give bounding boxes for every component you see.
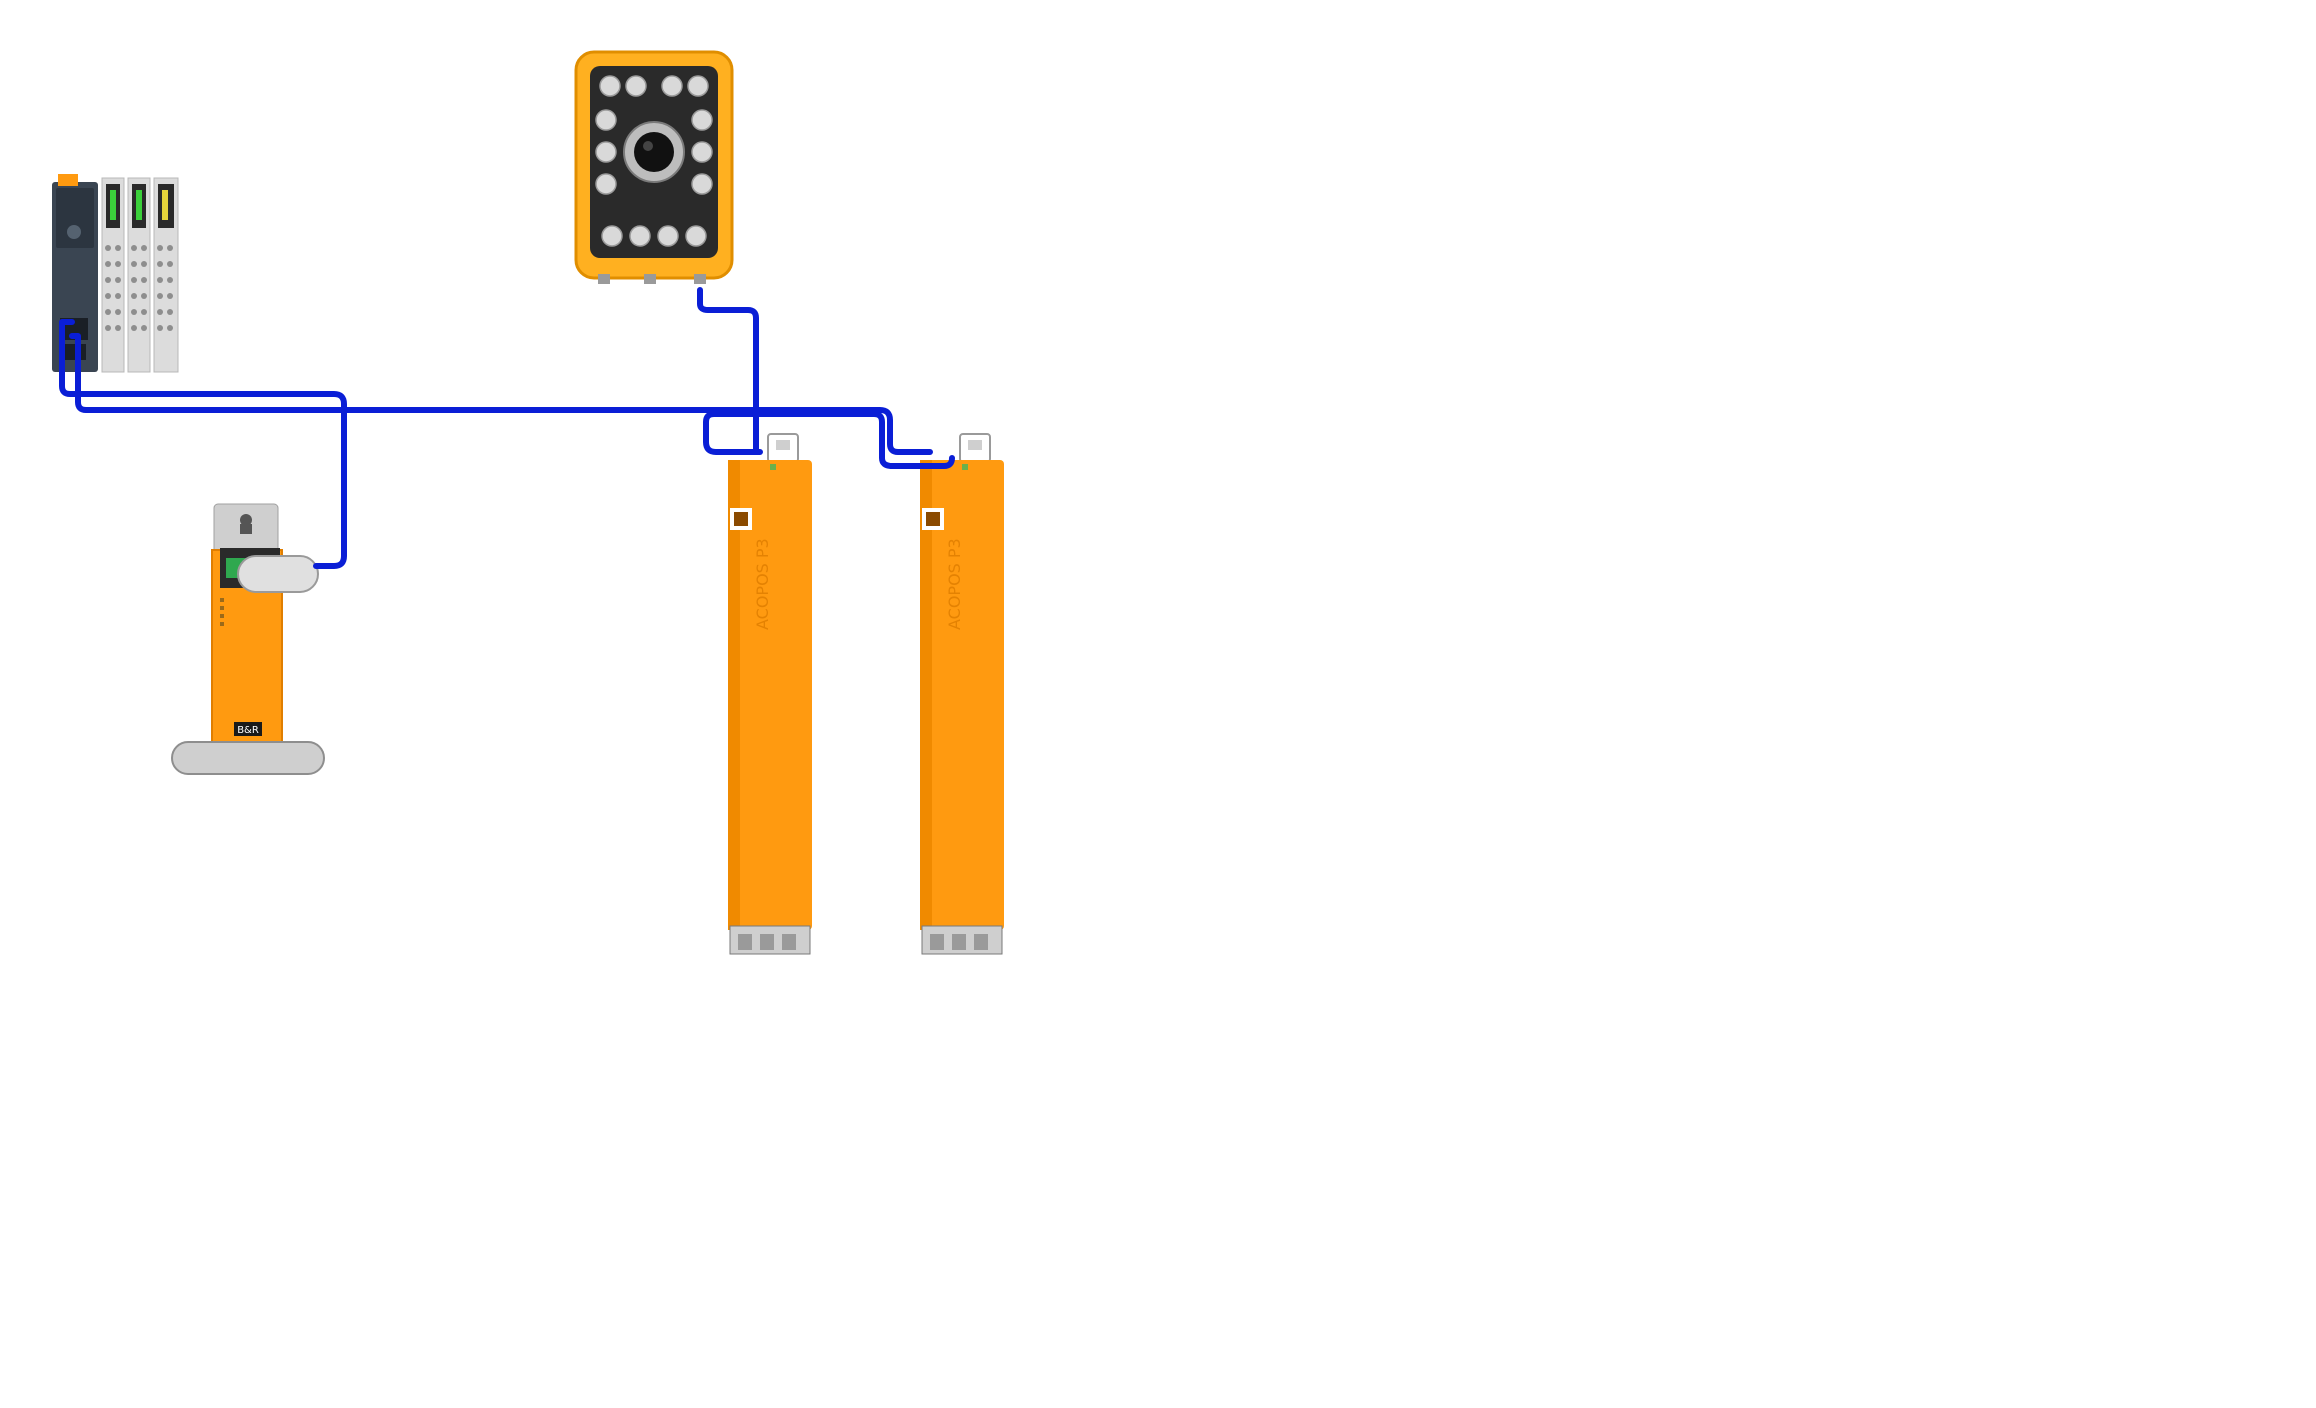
drive-2-side-text: ACOPOS P3 xyxy=(945,538,964,630)
hub-badge: B&R xyxy=(237,725,259,736)
cable-camera-to-drive-1[interactable] xyxy=(700,290,756,452)
servo-drive-2[interactable]: ACOPOS P3 xyxy=(912,430,1010,960)
servo-drive-1[interactable]: ACOPOS P3 xyxy=(720,430,818,960)
smart-camera-icon xyxy=(572,48,736,288)
plc-controller[interactable] xyxy=(50,168,184,374)
servo-drive-icon: ACOPOS P3 xyxy=(720,430,818,960)
network-hub-module[interactable]: B&R xyxy=(164,502,332,778)
plc-controller-icon xyxy=(50,168,184,374)
smart-camera[interactable] xyxy=(572,48,736,288)
network-hub-module-icon: B&R xyxy=(164,502,332,778)
drive-1-side-text: ACOPOS P3 xyxy=(753,538,772,630)
servo-drive-icon: ACOPOS P3 xyxy=(912,430,1010,960)
